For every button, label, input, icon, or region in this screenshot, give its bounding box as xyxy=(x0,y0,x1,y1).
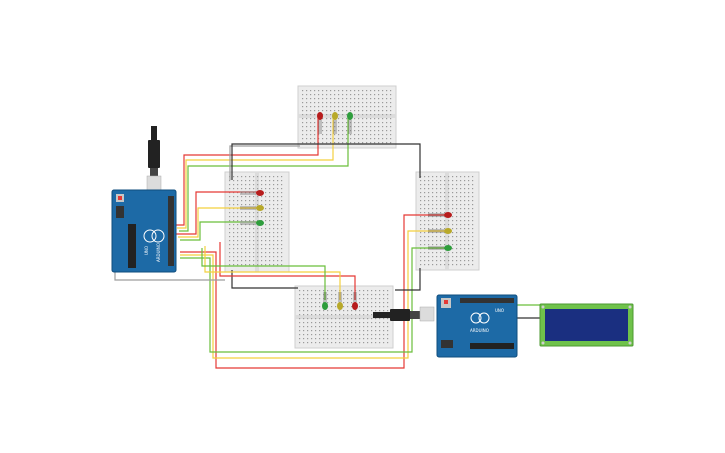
board-label: UNO xyxy=(144,246,149,255)
led-green[interactable] xyxy=(322,292,328,310)
breadboard-right[interactable] xyxy=(415,171,480,271)
infinity-logo-icon xyxy=(143,229,157,243)
breadboard-holes xyxy=(302,90,392,144)
lcd-display[interactable] xyxy=(539,303,634,347)
wire-black[interactable] xyxy=(395,268,421,291)
brand-label: ARDUINO xyxy=(470,328,489,333)
arduino-left[interactable]: UNO ARDUINO xyxy=(111,189,177,273)
led-red[interactable] xyxy=(240,190,264,196)
wires xyxy=(114,118,540,369)
leds-right xyxy=(428,212,452,251)
led-yellow[interactable] xyxy=(332,112,338,134)
usb-cable-left[interactable] xyxy=(146,126,162,195)
wire-gray[interactable] xyxy=(114,270,225,281)
wire-yellow[interactable] xyxy=(178,207,258,238)
breadboard-holes xyxy=(299,290,389,344)
wire-green[interactable] xyxy=(179,118,349,232)
brand-label: ARDUINO xyxy=(156,243,161,262)
wire-yellow[interactable] xyxy=(204,246,341,300)
arduino-right[interactable]: UNO ARDUINO xyxy=(436,294,518,358)
wire-black[interactable] xyxy=(231,270,298,289)
breadboard-holes xyxy=(420,176,474,266)
wire-gray[interactable] xyxy=(229,145,300,180)
usb-cable-right[interactable] xyxy=(373,306,435,322)
led-yellow[interactable] xyxy=(428,228,452,234)
wire-red[interactable] xyxy=(219,242,356,300)
infinity-logo-icon xyxy=(470,312,482,324)
led-red[interactable] xyxy=(352,292,358,310)
wire-red[interactable] xyxy=(176,191,258,235)
wire-black[interactable] xyxy=(231,143,421,180)
led-green[interactable] xyxy=(428,245,452,251)
breadboard-top[interactable] xyxy=(297,85,397,149)
reset-button[interactable] xyxy=(118,196,122,200)
wire-green[interactable] xyxy=(180,221,258,241)
led-green[interactable] xyxy=(240,220,264,226)
wire-yellow[interactable] xyxy=(180,230,448,359)
led-yellow[interactable] xyxy=(337,292,343,310)
leds-bottom xyxy=(322,292,358,310)
led-yellow[interactable] xyxy=(240,205,264,211)
wire-red[interactable] xyxy=(175,118,319,226)
wire-red[interactable] xyxy=(180,214,448,369)
wire-green[interactable] xyxy=(201,248,326,300)
led-red[interactable] xyxy=(428,212,452,218)
board-label: UNO xyxy=(495,308,504,313)
led-red[interactable] xyxy=(317,112,323,134)
wire-yellow[interactable] xyxy=(177,118,334,229)
leds-left xyxy=(240,190,264,226)
reset-button[interactable] xyxy=(444,300,448,304)
led-green[interactable] xyxy=(347,112,353,134)
lcd-screen xyxy=(545,309,628,341)
leds-top xyxy=(317,112,353,134)
